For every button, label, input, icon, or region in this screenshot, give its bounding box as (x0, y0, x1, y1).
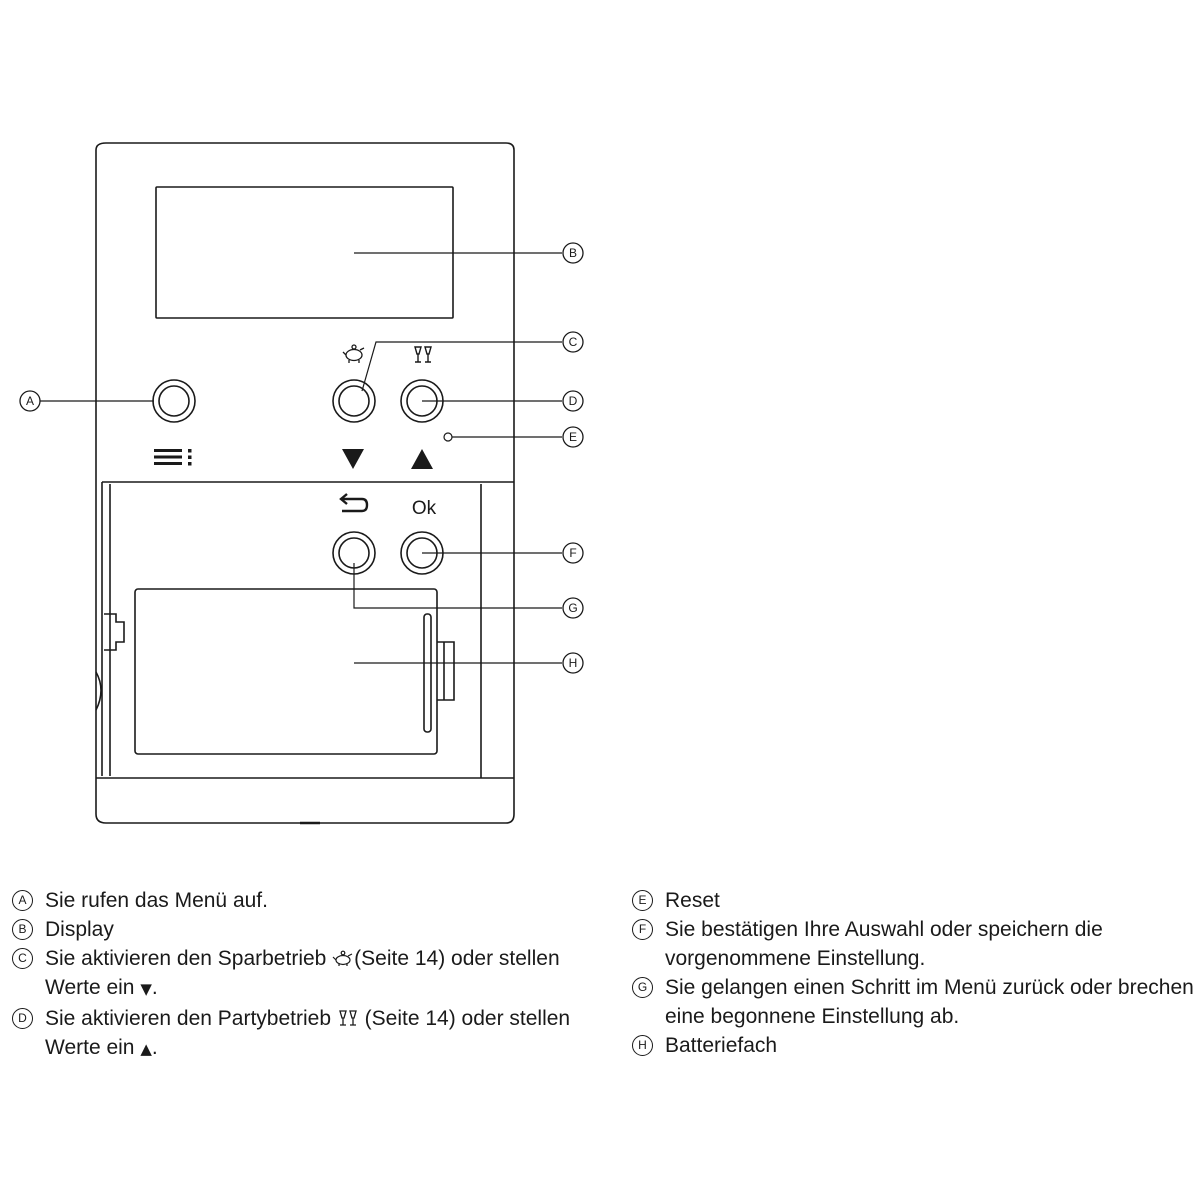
legend-text: Sie aktivieren den Partybetrieb (Seite 1… (45, 1007, 571, 1059)
legend-text: Reset (665, 889, 720, 912)
callout-g: G (562, 597, 584, 619)
legend-item-b: B Display (10, 915, 600, 944)
legend-marker: D (12, 1008, 33, 1029)
piggy-bank-icon (332, 950, 353, 966)
eco-button[interactable] (332, 379, 376, 423)
leader-line-c (361, 341, 562, 392)
up-arrow-icon: ▲ (140, 1040, 152, 1058)
leader-line-g (353, 563, 562, 609)
menu-icon (154, 449, 192, 466)
legend-item-g: G Sie gelangen einen Schritt im Menü zur… (630, 973, 1195, 1031)
legend-marker: B (12, 919, 33, 940)
legend-text: Sie rufen das Menü auf. (45, 889, 268, 912)
svg-text:F: F (569, 546, 576, 560)
legend-marker: F (632, 919, 653, 940)
legend-marker: C (12, 948, 33, 969)
device-housing (95, 142, 515, 825)
legend-text: Display (45, 918, 114, 941)
back-arrow-icon (339, 493, 369, 513)
callout-d: D (562, 390, 584, 412)
legend-text: Sie bestätigen Ihre Auswahl oder speiche… (665, 918, 1103, 970)
svg-text:E: E (569, 430, 577, 444)
legend-item-c: C Sie aktivieren den Sparbetrieb (Seite … (10, 944, 600, 1004)
legend-item-a: A Sie rufen das Menü auf. (10, 886, 600, 915)
party-glasses-icon (414, 346, 432, 363)
ok-label: Ok (412, 498, 437, 519)
callout-f: F (562, 542, 584, 564)
svg-text:A: A (26, 394, 34, 408)
legend-marker: E (632, 890, 653, 911)
svg-text:G: G (568, 601, 577, 615)
svg-text:H: H (569, 656, 578, 670)
legend-item-d: D Sie aktivieren den Partybetrieb (Seite… (10, 1004, 600, 1064)
legend-right-column: E Reset F Sie bestätigen Ihre Auswahl od… (630, 886, 1195, 1060)
battery-compartment (134, 588, 455, 755)
callout-e: E (562, 426, 584, 448)
piggy-bank-icon (342, 344, 365, 363)
device-diagram: Ok A B C D E (19, 142, 584, 825)
legend-item-h: H Batteriefach (630, 1031, 1195, 1060)
legend-item-e: E Reset (630, 886, 1195, 915)
callout-b: B (562, 242, 584, 264)
legend-text: Sie aktivieren den Sparbetrieb (Seite 14… (45, 947, 560, 999)
callout-a: A (19, 390, 41, 412)
svg-text:B: B (569, 246, 577, 260)
up-arrow-icon (411, 449, 433, 469)
reset-hole[interactable] (443, 432, 453, 442)
svg-text:D: D (569, 394, 578, 408)
legend-text: Sie gelangen einen Schritt im Menü zurüc… (665, 976, 1194, 1028)
down-arrow-icon (342, 449, 364, 469)
menu-button[interactable] (152, 379, 196, 423)
svg-text:C: C (569, 335, 578, 349)
legend-text: Batteriefach (665, 1034, 778, 1057)
cover-latch (95, 613, 125, 711)
party-glasses-icon (338, 1010, 357, 1026)
legend-item-f: F Sie bestätigen Ihre Auswahl oder speic… (630, 915, 1195, 973)
legend-left-column: A Sie rufen das Menü auf. B Display C Si… (10, 886, 600, 1064)
down-arrow-icon: ▼ (140, 980, 152, 998)
callout-h: H (562, 652, 584, 674)
legend-marker: G (632, 977, 653, 998)
legend-marker: A (12, 890, 33, 911)
legend-marker: H (632, 1035, 653, 1056)
callout-c: C (562, 331, 584, 353)
